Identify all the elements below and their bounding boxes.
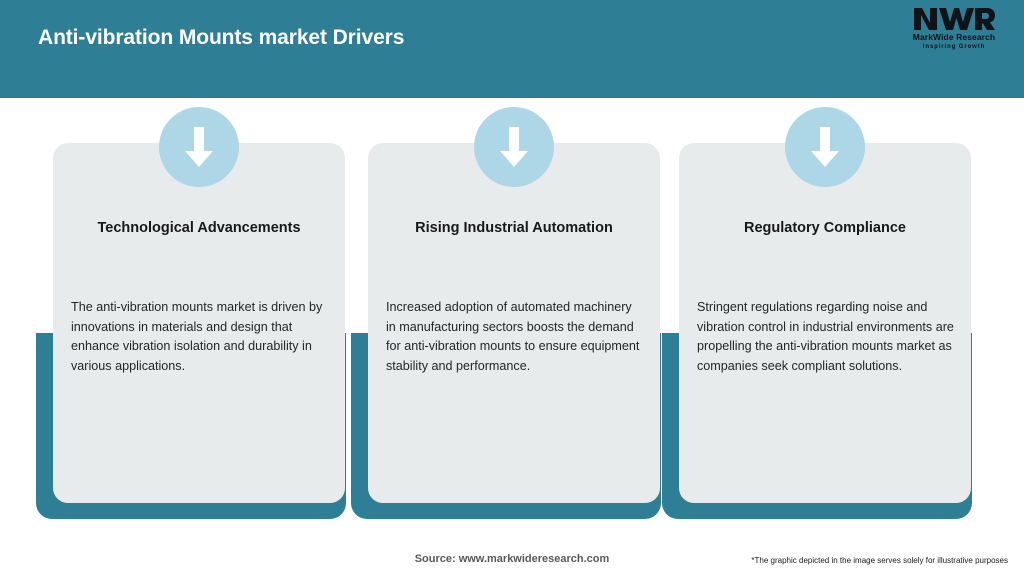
page-title: Anti-vibration Mounts market Drivers [38,26,405,49]
card-body-text: Increased adoption of automated machiner… [386,300,640,373]
down-arrow-glyph [811,127,839,167]
driver-card-3: Regulatory Compliance Stringent regulati… [662,107,972,519]
mwr-logo-icon [914,8,995,30]
card-body-text: Stringent regulations regarding noise an… [697,300,954,373]
down-arrow-glyph [500,127,528,167]
driver-card-2: Rising Industrial Automation Increased a… [351,107,661,519]
logo-tagline: Inspiring Growth [922,43,986,50]
down-arrow-icon [474,107,554,187]
card-title: Regulatory Compliance [744,220,906,236]
card-surface: Rising Industrial Automation Increased a… [368,107,660,503]
down-arrow-glyph [185,127,213,167]
page-header: Anti-vibration Mounts market Drivers Mar… [0,0,1024,98]
card-surface: Regulatory Compliance Stringent regulati… [679,107,971,503]
logo-company-name: MarkWide Research [912,32,996,42]
disclaimer-label: *The graphic depicted in the image serve… [751,556,1008,565]
driver-card-1: Technological Advancements The anti-vibr… [36,107,346,519]
card-body-text: The anti-vibration mounts market is driv… [71,300,323,373]
brand-logo: MarkWide Research Inspiring Growth [900,6,1008,58]
card-surface: Technological Advancements The anti-vibr… [53,107,345,503]
card-title: Rising Industrial Automation [415,220,613,236]
down-arrow-icon [159,107,239,187]
card-title: Technological Advancements [97,220,301,236]
source-label: Source: www.markwideresearch.com [414,553,610,565]
drivers-card-stage: Technological Advancements The anti-vibr… [0,98,1024,538]
down-arrow-icon [785,107,865,187]
